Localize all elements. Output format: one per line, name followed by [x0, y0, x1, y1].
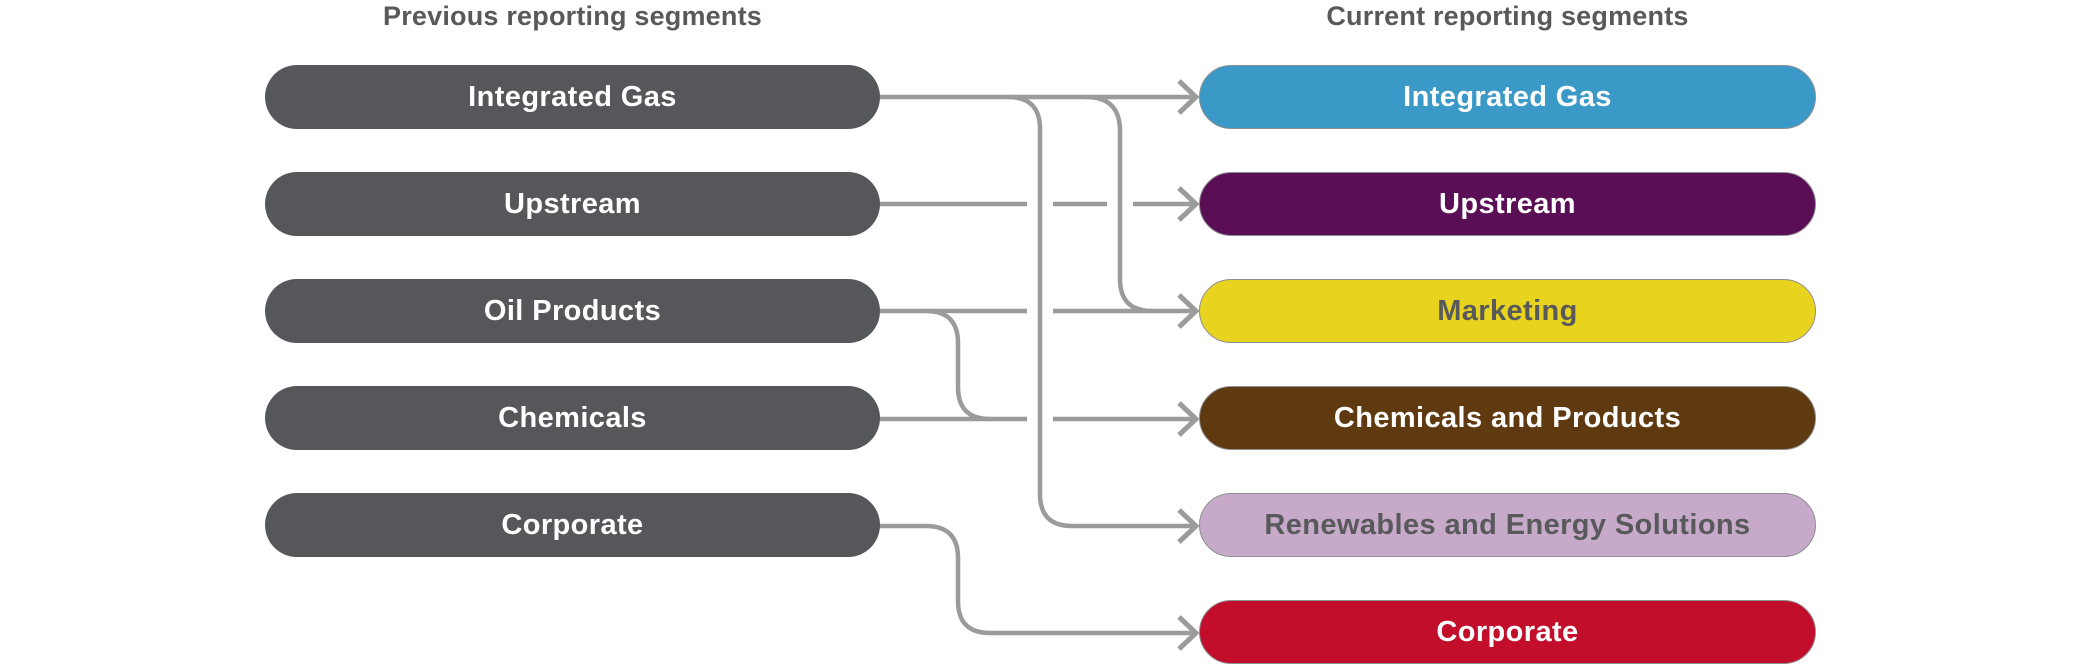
previous-segment-pill-oil-products: Oil Products — [265, 279, 880, 343]
arrowhead-icon — [1177, 615, 1200, 651]
arrowhead-icon — [1177, 293, 1200, 329]
current-segment-pill-chemicals-and-products: Chemicals and Products — [1199, 386, 1816, 450]
arrowhead-icon — [1177, 186, 1200, 222]
connector-integratedgas-to-marketing — [1085, 94, 1153, 314]
current-segment-pill-marketing: Marketing — [1199, 279, 1816, 343]
current-segment-pill-corporate: Corporate — [1199, 600, 1816, 664]
connector-integratedgas-to-renewables — [1007, 94, 1194, 529]
previous-segment-pill-upstream: Upstream — [265, 172, 880, 236]
previous-segment-pill-corporate: Corporate — [265, 493, 880, 557]
current-segment-pill-integrated-gas: Integrated Gas — [1199, 65, 1816, 129]
connector-corporate-to-corporate — [876, 523, 1194, 636]
arrowhead-icon — [1177, 79, 1200, 115]
current-segment-pill-upstream: Upstream — [1199, 172, 1816, 236]
arrowhead-icon — [1177, 401, 1200, 437]
current-segments-header: Current reporting segments — [1326, 1, 1689, 31]
previous-segments-header: Previous reporting segments — [383, 1, 762, 31]
previous-segment-pill-chemicals: Chemicals — [265, 386, 880, 450]
previous-segment-pill-integrated-gas: Integrated Gas — [265, 65, 880, 129]
arrowhead-icon — [1177, 508, 1200, 544]
current-segment-pill-renewables-and-energy-solutions: Renewables and Energy Solutions — [1199, 493, 1816, 557]
connector-oilproducts-to-chemicalsproducts — [925, 308, 991, 422]
